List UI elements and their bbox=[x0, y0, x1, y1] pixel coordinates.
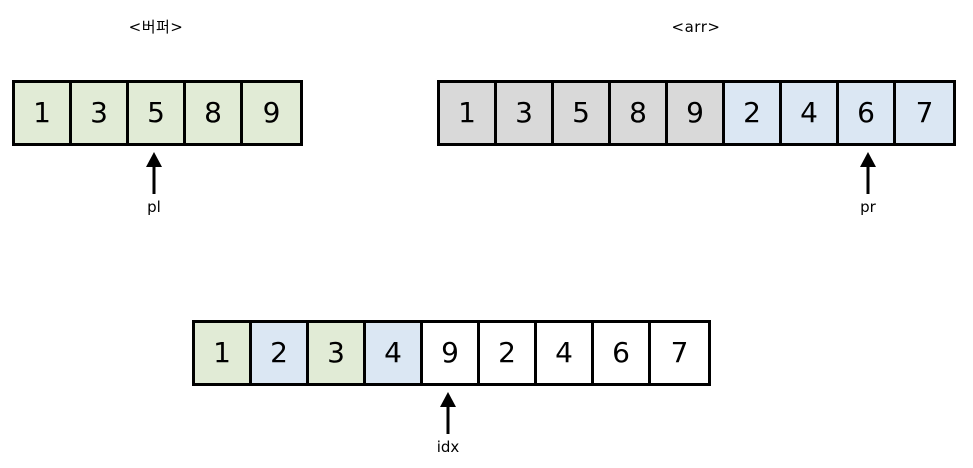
array-cell: 9 bbox=[668, 83, 725, 143]
pointer-idx: idx bbox=[428, 392, 468, 455]
array-cell: 7 bbox=[651, 323, 708, 383]
pointer-pr: pr bbox=[848, 152, 888, 215]
arrow-up-icon bbox=[428, 392, 468, 434]
array-cell: 9 bbox=[423, 323, 480, 383]
array-cell: 5 bbox=[554, 83, 611, 143]
array-title-buffer: <버퍼> bbox=[128, 18, 184, 36]
array-cell: 3 bbox=[309, 323, 366, 383]
pointer-label: pr bbox=[860, 198, 876, 216]
array-cell: 1 bbox=[195, 323, 252, 383]
array-cell: 1 bbox=[440, 83, 497, 143]
array-cell: 4 bbox=[366, 323, 423, 383]
pointer-label: pl bbox=[147, 198, 161, 216]
array-cell: 2 bbox=[252, 323, 309, 383]
arrow-up-icon bbox=[134, 152, 174, 194]
array-cell: 3 bbox=[497, 83, 554, 143]
array-cell: 8 bbox=[611, 83, 668, 143]
array-cell: 3 bbox=[72, 83, 129, 143]
array-cell: 2 bbox=[480, 323, 537, 383]
array-title-arr: <arr> bbox=[671, 18, 721, 36]
array-cell: 5 bbox=[129, 83, 186, 143]
array-cell: 7 bbox=[896, 83, 953, 143]
array-cell: 4 bbox=[782, 83, 839, 143]
array-cell: 8 bbox=[186, 83, 243, 143]
array-cell: 6 bbox=[839, 83, 896, 143]
array-cell: 2 bbox=[725, 83, 782, 143]
arrow-up-icon bbox=[848, 152, 888, 194]
pointer-label: idx bbox=[436, 438, 460, 456]
array-cell: 1 bbox=[15, 83, 72, 143]
array-cell: 6 bbox=[594, 323, 651, 383]
array-cell: 9 bbox=[243, 83, 300, 143]
array-cell: 4 bbox=[537, 323, 594, 383]
pointer-pl: pl bbox=[134, 152, 174, 215]
